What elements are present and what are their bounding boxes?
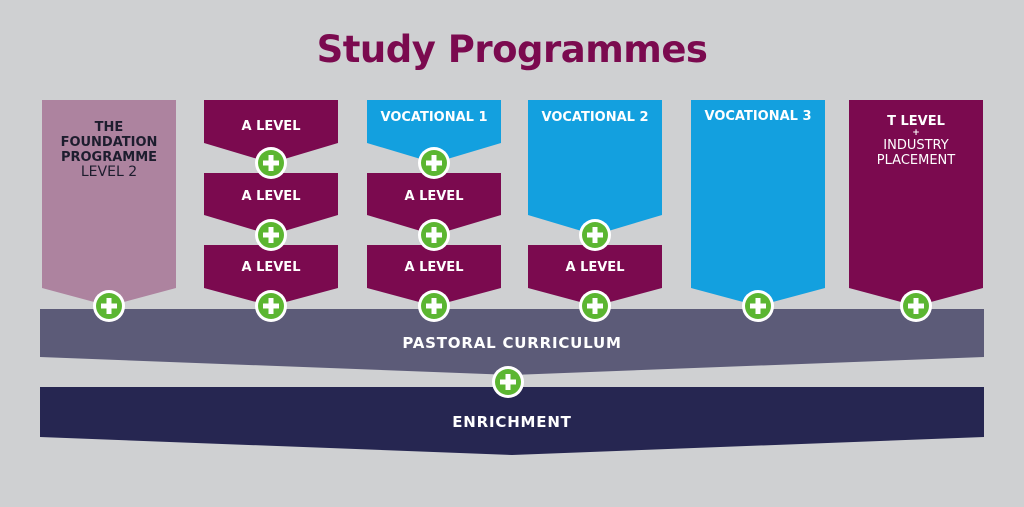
plus-circle-icon	[255, 290, 287, 322]
a-level-block-1	[204, 100, 338, 163]
plus-bar-vertical	[505, 374, 511, 390]
plus-bar-vertical	[592, 227, 598, 243]
t-level-plus-text: +	[912, 128, 920, 138]
foundation-label-line-2: FOUNDATION	[60, 135, 158, 150]
a-level-label-1: A LEVEL	[241, 119, 301, 134]
plus-circle-icon	[418, 219, 450, 251]
a-level-block-2	[204, 173, 338, 235]
pastoral-curriculum-band	[40, 309, 984, 375]
a-level-block-3	[204, 245, 338, 306]
foundation-label-line-3: PROGRAMME	[60, 150, 158, 165]
page-title: Study Programmes	[316, 28, 708, 71]
plus-circle-icon	[418, 290, 450, 322]
plus-bar-vertical	[106, 298, 112, 314]
plus-circle-icon	[93, 290, 125, 322]
foundation-programme-label: THE FOUNDATION PROGRAMME LEVEL 2	[42, 120, 176, 180]
a-level-label-3: A LEVEL	[241, 260, 301, 275]
plus-circle-icon	[900, 290, 932, 322]
vocational-3-block	[691, 100, 825, 306]
vocational-3-label: VOCATIONAL 3	[704, 109, 812, 124]
a-level-label-2: A LEVEL	[241, 189, 301, 204]
plus-circle-icon	[579, 219, 611, 251]
plus-circle-icon	[492, 366, 524, 398]
plus-bar-vertical	[268, 298, 274, 314]
t-level-block	[849, 100, 983, 306]
plus-bar-vertical	[755, 298, 761, 314]
vocational-1-block	[367, 100, 501, 163]
a-level-label-4: A LEVEL	[404, 189, 464, 204]
a-level-block-4	[367, 173, 501, 235]
plus-bar-vertical	[431, 155, 437, 171]
t-level-label-line-2: INDUSTRY	[883, 138, 949, 153]
plus-circle-icon	[742, 290, 774, 322]
a-level-block-5	[367, 245, 501, 306]
plus-bar-vertical	[431, 298, 437, 314]
foundation-label-line-1: THE	[94, 120, 124, 135]
t-level-label-line-3: PLACEMENT	[876, 153, 956, 168]
plus-bar-vertical	[431, 227, 437, 243]
plus-bar-vertical	[268, 227, 274, 243]
enrichment-label: ENRICHMENT	[452, 413, 572, 431]
a-level-label-5: A LEVEL	[404, 260, 464, 275]
vocational-1-label: VOCATIONAL 1	[380, 110, 488, 125]
t-level-label: T LEVEL + INDUSTRY PLACEMENT	[849, 114, 983, 168]
foundation-label-level: LEVEL 2	[80, 164, 138, 180]
plus-circle-icon	[418, 147, 450, 179]
a-level-label-6: A LEVEL	[565, 260, 625, 275]
plus-circle-icon	[579, 290, 611, 322]
a-level-block-6	[528, 245, 662, 306]
plus-bar-vertical	[913, 298, 919, 314]
plus-bar-vertical	[268, 155, 274, 171]
enrichment-band	[40, 387, 984, 455]
plus-circle-icon	[255, 147, 287, 179]
plus-bar-vertical	[592, 298, 598, 314]
vocational-2-block	[528, 100, 662, 235]
vocational-2-label: VOCATIONAL 2	[541, 110, 649, 125]
t-level-label-line-1: T LEVEL	[887, 114, 945, 129]
pastoral-curriculum-label: PASTORAL CURRICULUM	[402, 334, 622, 352]
foundation-programme-block	[42, 100, 176, 306]
plus-circle-icon	[255, 219, 287, 251]
